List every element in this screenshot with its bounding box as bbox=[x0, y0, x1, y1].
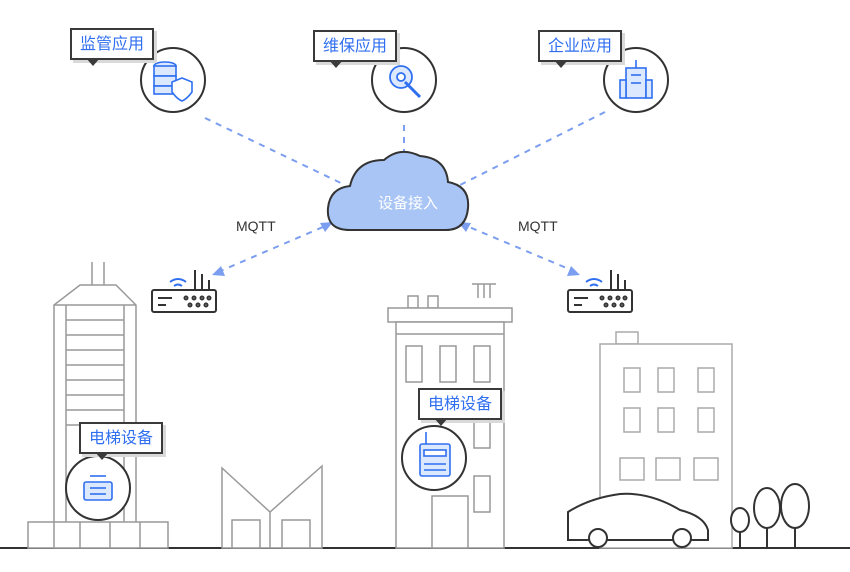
elevator-device-label-left: 电梯设备 bbox=[79, 422, 164, 460]
regulatory-app-label: 监管应用 bbox=[70, 28, 155, 66]
elevator-device-node-right bbox=[401, 425, 467, 491]
arrow-left-down bbox=[212, 266, 225, 276]
elevator-device-label-right: 电梯设备 bbox=[418, 388, 503, 426]
gateway-right bbox=[567, 270, 633, 313]
mqtt-label-right: MQTT bbox=[518, 218, 558, 234]
router-icon bbox=[567, 270, 633, 313]
building-icon bbox=[619, 60, 653, 99]
elevator-controller-icon bbox=[83, 475, 113, 501]
elevator-terminal-icon bbox=[419, 432, 451, 477]
cloud bbox=[326, 150, 470, 231]
mqtt-label-left: MQTT bbox=[236, 218, 276, 234]
link-enterprise-to-cloud bbox=[457, 111, 606, 187]
regulatory-app-node bbox=[140, 47, 206, 113]
arrow-right-down bbox=[567, 266, 580, 276]
link-gateway-right-to-cloud bbox=[461, 223, 577, 273]
device-access-label: 设备接入 bbox=[377, 194, 438, 212]
gear-wrench-icon bbox=[389, 65, 422, 99]
enterprise-app-node bbox=[603, 47, 669, 113]
connection-lines bbox=[204, 111, 606, 273]
small-building bbox=[221, 464, 323, 549]
database-shield-icon bbox=[153, 61, 193, 102]
car bbox=[567, 492, 709, 548]
link-regulatory-to-cloud bbox=[204, 117, 344, 185]
enterprise-app-label: 企业应用 bbox=[538, 30, 623, 68]
elevator-device-node-left bbox=[65, 455, 131, 521]
trees bbox=[730, 483, 810, 548]
arrow-left-up bbox=[320, 222, 333, 232]
maintenance-app-label: 维保应用 bbox=[313, 30, 398, 68]
maintenance-app-node bbox=[371, 47, 437, 113]
gateway-left bbox=[151, 270, 217, 313]
router-icon bbox=[151, 270, 217, 313]
link-gateway-left-to-cloud bbox=[217, 223, 331, 273]
